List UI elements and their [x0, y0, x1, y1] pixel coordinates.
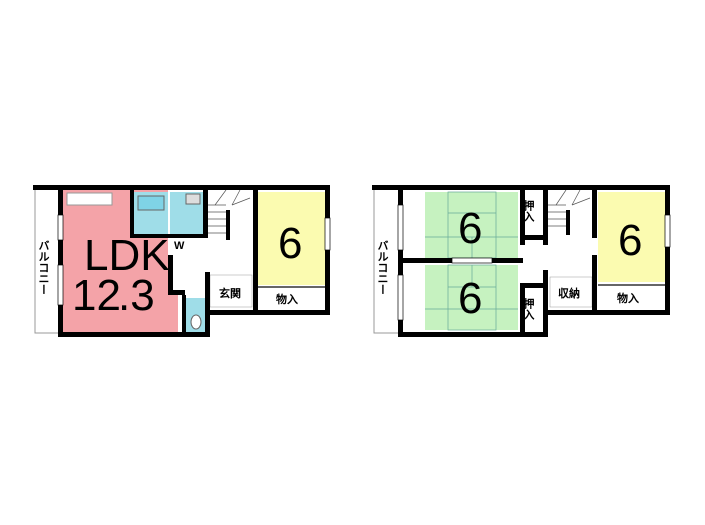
bathtub: [137, 195, 165, 211]
toilet-icon: [190, 314, 202, 330]
japanese-room: [257, 192, 325, 285]
ldk-size-decimal: .3: [118, 271, 155, 320]
ldk-room-lower: [160, 295, 178, 332]
stairs-icon: [208, 189, 251, 234]
closet-label: 物入: [617, 291, 639, 305]
stairs-icon: [548, 189, 591, 227]
window: [397, 204, 404, 251]
western-room-size: 6: [618, 216, 642, 265]
window: [397, 274, 404, 321]
balcony-label: バルコニー: [37, 240, 50, 295]
entrance: [209, 274, 253, 308]
storage-label: 物入: [276, 292, 298, 306]
tatami-room-top: [425, 192, 518, 258]
japanese-room-size: 6: [278, 219, 302, 268]
window: [57, 264, 64, 306]
tatami-room-bottom: [425, 265, 518, 330]
washroom-mark: W: [174, 240, 185, 252]
sink-icon: [185, 193, 201, 205]
storage: [549, 276, 593, 308]
storage-label: 収納: [558, 286, 580, 300]
entrance-label: 玄関: [219, 286, 241, 300]
ldk-label: LDK: [84, 231, 170, 280]
ldk-size: 12: [72, 271, 121, 320]
window: [324, 217, 331, 251]
floor-1-plan: 6 物入 玄関 LDK 12 .3 バルコニー W: [33, 185, 331, 337]
window: [451, 257, 493, 264]
closet-top-label: 押入: [522, 199, 535, 223]
window: [57, 214, 64, 241]
western-room: [598, 192, 665, 282]
floor-2-plan: 6 6 押入 押入 6 物入 収納 バルコニー: [372, 185, 671, 337]
storage-closet: [257, 288, 325, 310]
tatami-bottom-size: 6: [458, 274, 482, 323]
kitchen-counter: [66, 192, 113, 206]
window: [664, 214, 671, 248]
balcony-area: [34, 187, 62, 334]
balcony-label: バルコニー: [376, 240, 389, 295]
closet-bottom-label: 押入: [522, 297, 535, 321]
tatami-top-size: 6: [458, 204, 482, 253]
